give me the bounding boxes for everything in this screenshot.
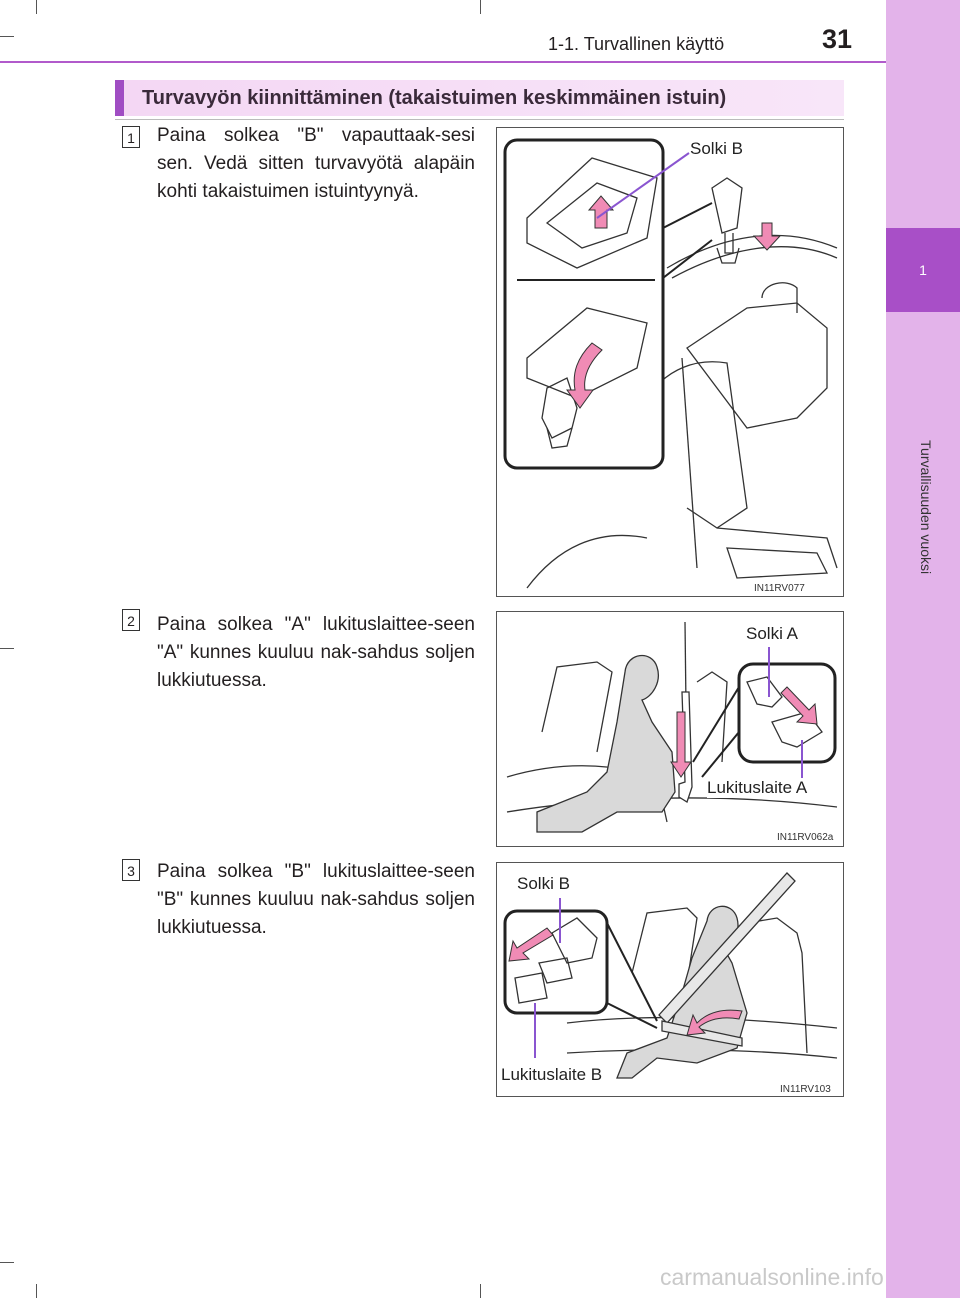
watermark: carmanualsonline.info xyxy=(660,1264,884,1290)
figure-release-buckle: Solki B IN11RV077 xyxy=(496,127,844,597)
label-lukituslaite-b: Lukituslaite B xyxy=(501,1065,603,1085)
header-rule xyxy=(0,61,886,63)
step-text-3: Paina solkea "B" lukituslaittee-seen "B"… xyxy=(157,861,475,938)
label-solki-b: Solki B xyxy=(690,139,743,159)
label-solki-a: Solki A xyxy=(746,624,798,644)
crop-mark xyxy=(0,648,14,649)
header-section-title: 1-1. Turvallinen käyttö xyxy=(548,34,725,54)
figure-code: IN11RV062a xyxy=(777,832,834,843)
step-number-2: 2 xyxy=(122,609,140,631)
crop-mark xyxy=(0,1262,14,1263)
chapter-title: Turvallisuuden vuoksi xyxy=(918,440,934,575)
label-solki-b: Solki B xyxy=(517,874,570,894)
step-text-1: Paina solkea "B" vapauttaak-sesi sen. Ve… xyxy=(157,125,475,202)
figure-code: IN11RV077 xyxy=(754,583,805,594)
step-number-3: 3 xyxy=(122,859,140,881)
page-number: 31 xyxy=(822,24,853,54)
chapter-number-tab[interactable]: 1 xyxy=(886,228,960,312)
crop-mark xyxy=(480,1284,481,1298)
step-text-2: Paina solkea "A" lukituslaittee-seen "A"… xyxy=(157,614,475,691)
figure-fasten-buckle-a: Solki A Lukituslaite A IN11RV062a xyxy=(496,611,844,847)
section-divider xyxy=(115,119,844,120)
seat-illustration xyxy=(503,138,838,589)
step-number-1: 1 xyxy=(122,126,140,148)
section-title: Turvavyön kiinnittäminen (takaistuimen k… xyxy=(142,87,727,109)
passenger-illustration xyxy=(506,621,838,833)
passenger-illustration xyxy=(503,872,838,1079)
chapter-sidebar xyxy=(886,0,960,1298)
crop-mark xyxy=(0,36,14,37)
crop-mark xyxy=(36,0,37,14)
figure-code: IN11RV103 xyxy=(780,1084,831,1095)
section-heading-bar: Turvavyön kiinnittäminen (takaistuimen k… xyxy=(115,80,844,116)
crop-mark xyxy=(480,0,481,14)
label-lukituslaite-a: Lukituslaite A xyxy=(707,778,808,798)
figure-fasten-buckle-b: Solki B Lukituslaite B IN11RV103 xyxy=(496,862,844,1097)
crop-mark xyxy=(36,1284,37,1298)
